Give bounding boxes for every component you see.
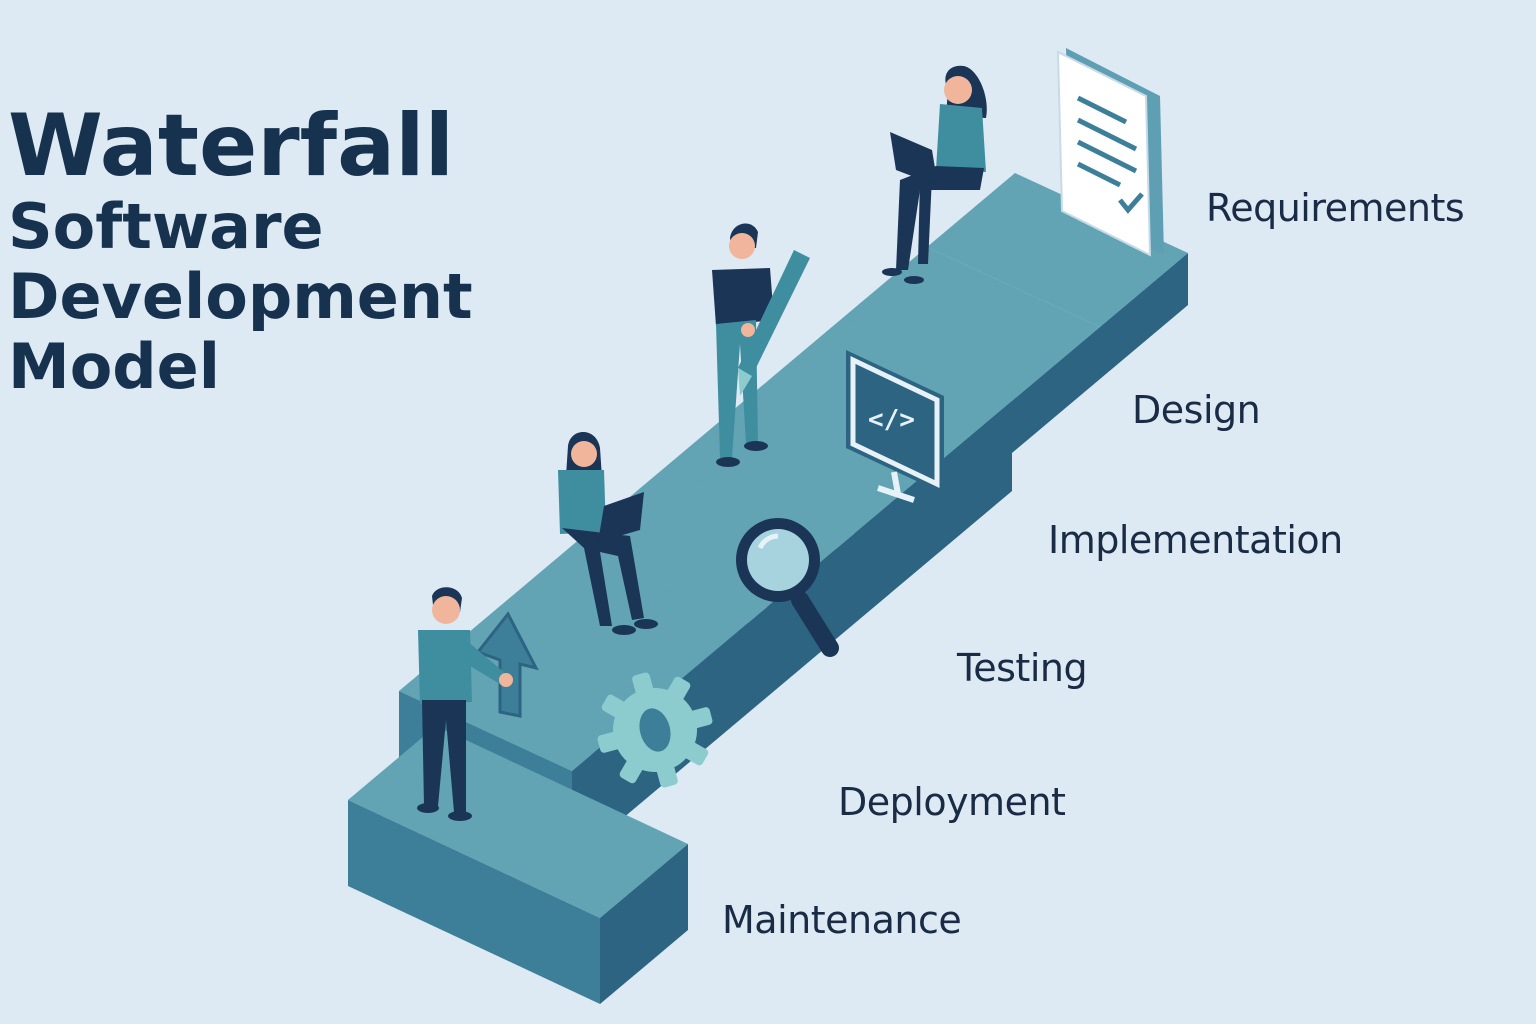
gear-icon (597, 672, 713, 788)
diagram-title: Waterfall Software Development Model (8, 100, 473, 402)
stage-label-maintenance: Maintenance (722, 898, 962, 942)
svg-text:</>: </> (868, 405, 915, 435)
person-sitting-laptop-top (882, 65, 987, 284)
title-line-2: Software (8, 190, 324, 263)
person-sitting-laptop-middle (558, 432, 658, 635)
stage-label-implementation: Implementation (1048, 518, 1343, 562)
stage-label-requirements: Requirements (1206, 186, 1465, 230)
title-line-4: Model (8, 330, 220, 403)
title-line-1: Waterfall (8, 96, 455, 196)
stage-label-testing: Testing (957, 646, 1088, 690)
magnifying-glass-icon (736, 518, 839, 657)
title-line-3: Development (8, 260, 473, 333)
arrow-up-icon (475, 611, 539, 718)
stage-label-deployment: Deployment (838, 780, 1066, 824)
person-with-pencil (712, 223, 810, 467)
monitor-code-icon: </> (846, 350, 944, 503)
person-pointing-arrow (417, 587, 513, 821)
stage-label-design: Design (1132, 388, 1261, 432)
document-icon (1056, 48, 1164, 257)
